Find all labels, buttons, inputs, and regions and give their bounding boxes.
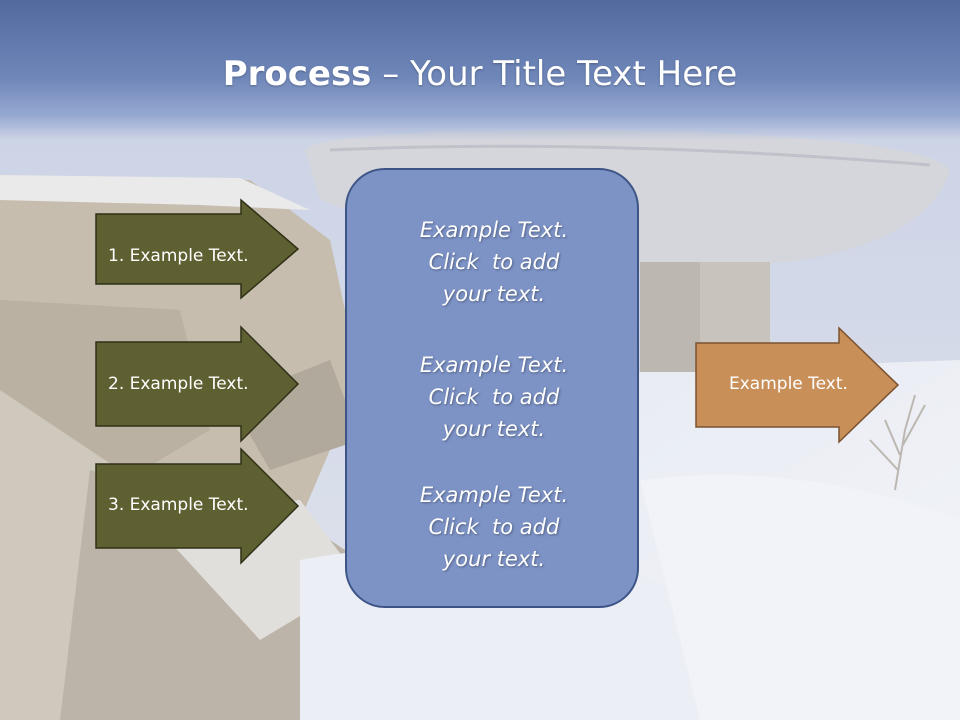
center-paragraph-1-line-1: Example Text. xyxy=(419,218,569,242)
center-text-box[interactable]: Example Text. Click to add your text. Ex… xyxy=(345,168,639,608)
left-arrow-3[interactable] xyxy=(95,447,300,565)
left-arrow-3-label: 3. Example Text. xyxy=(108,495,249,515)
center-paragraph-1-line-3: your text. xyxy=(442,282,546,306)
center-paragraph-1-line-2: Click to add xyxy=(428,250,560,274)
left-arrow-1-label: 1. Example Text. xyxy=(108,246,249,266)
slide-title-bold: Process xyxy=(222,54,372,94)
right-arrow-label: Example Text. xyxy=(729,374,848,394)
center-paragraph-2-line-3: your text. xyxy=(442,417,546,441)
title-band xyxy=(0,0,960,140)
left-arrow-2-label: 2. Example Text. xyxy=(108,374,249,394)
center-paragraph-3: Example Text. Click to add your text. xyxy=(347,479,641,575)
center-paragraph-3-line-2: Click to add xyxy=(428,515,560,539)
left-arrow-2[interactable] xyxy=(95,325,300,443)
center-paragraph-1: Example Text. Click to add your text. xyxy=(347,214,641,310)
right-arrow[interactable] xyxy=(695,326,900,444)
center-paragraph-2-line-2: Click to add xyxy=(428,385,560,409)
slide-title-text: – Your Title Text Here xyxy=(371,54,738,94)
center-paragraph-2: Example Text. Click to add your text. xyxy=(347,349,641,445)
center-paragraph-3-line-1: Example Text. xyxy=(419,483,569,507)
left-arrow-1[interactable] xyxy=(95,198,300,300)
center-paragraph-3-line-3: your text. xyxy=(442,547,546,571)
slide-title[interactable]: Process – Your Title Text Here xyxy=(0,52,960,96)
center-paragraph-2-line-1: Example Text. xyxy=(419,353,569,377)
